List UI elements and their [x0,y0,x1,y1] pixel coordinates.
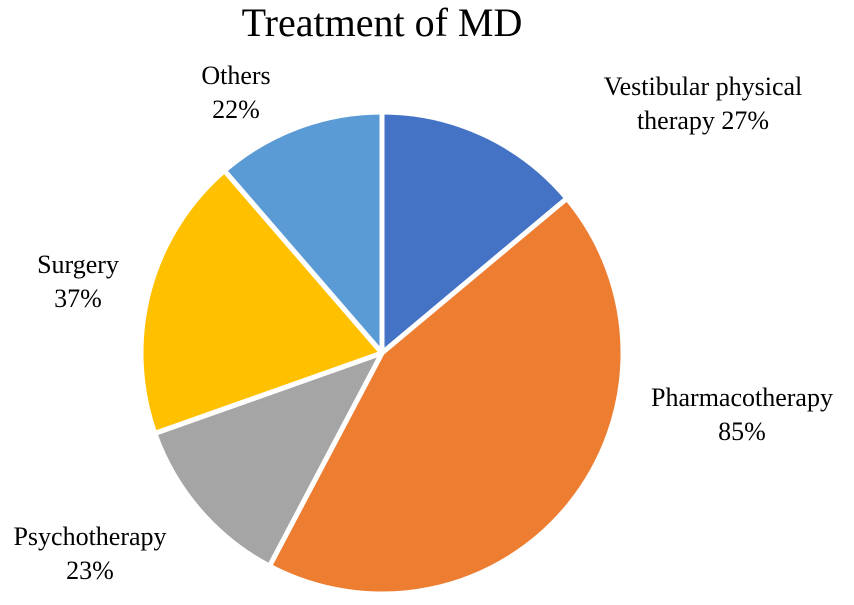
slice-label-line: Pharmacotherapy [651,383,833,412]
slice-label-line: Surgery [37,250,119,279]
slice-label-line: 22% [212,95,260,124]
slice-labels: Vestibular physical therapy 27% Pharmacoth… [13,61,833,585]
slice-label-line: 85% [718,417,766,446]
slice-label-line: Others [201,61,270,90]
chart-title: Treatment of MD [242,0,523,45]
pie-slice-surgery [138,168,385,436]
slice-label-line: 23% [66,556,114,585]
slice-label-vestibular-physical-therapy: Vestibular physical therapy 27% [604,72,803,135]
slice-label-psychotherapy: Psychotherapy 23% [13,522,166,585]
slice-label-pharmacotherapy: Pharmacotherapy 85% [651,383,833,446]
pie-slice-vestibular-physical-therapy [379,109,570,356]
slice-label-line: Vestibular physical [604,72,803,101]
pie-slice-pharmacotherapy [266,195,626,597]
slice-label-others: Others 22% [201,61,270,124]
slice-label-surgery: Surgery 37% [37,250,119,313]
slice-label-line: therapy 27% [637,106,769,135]
pie-slice-others [221,109,385,356]
pie-slice-psychotherapy [152,350,385,569]
slice-label-line: Psychotherapy [13,522,166,551]
pie-slices [138,109,626,597]
slice-label-line: 37% [54,284,102,313]
